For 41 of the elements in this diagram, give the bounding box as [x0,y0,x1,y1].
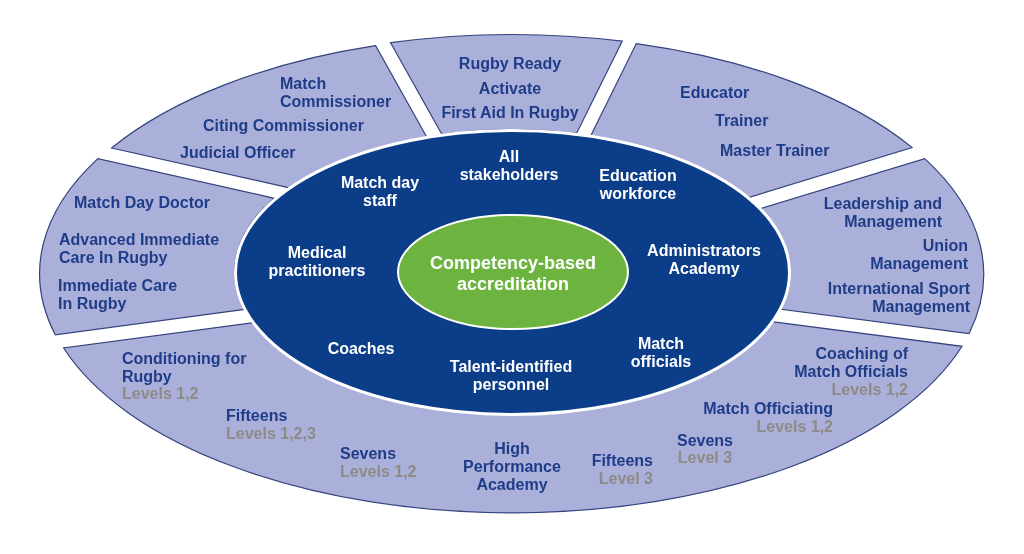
course-label: Coaching of Match Officials [793,345,908,381]
center-ellipse [397,214,629,330]
stakeholder-label: Talent-identified personnel [449,358,573,394]
course-label: Activate [478,80,542,98]
stakeholder-label: Medical practitioners [268,244,366,280]
stakeholder-label: Match day staff [340,174,420,210]
course-label: Match Commissioner [280,75,393,111]
course-label: Leadership and Management [822,195,942,231]
level-label: Levels 1,2 [122,385,200,403]
stakeholder-label: Education workforce [598,167,678,203]
course-label: Union Management [869,237,968,273]
level-label: Levels 1,2 [755,418,833,436]
ring-segment [389,34,623,136]
course-label: Citing Commissioner [203,117,365,135]
stakeholder-label: Administrators Academy [646,242,762,278]
course-label: First Aid In Rugby [440,104,580,122]
level-label: Levels 1,2 [830,381,908,399]
level-label: Levels 1,2 [340,463,418,481]
course-label: High Performance Academy [462,440,562,494]
course-label: Trainer [715,112,770,130]
stakeholder-label: Coaches [327,340,395,358]
course-label: Match Day Doctor [74,194,211,212]
stakeholder-label: All stakeholders [459,148,559,184]
center-label: Competency-based accreditation [429,253,597,295]
course-label: Rugby Ready [458,55,562,73]
course-label: International Sport Management [826,280,970,316]
course-label: Fifteens [226,407,289,425]
course-label: Educator [680,84,751,102]
stakeholder-label: Match officials [630,335,692,371]
level-label: Level 3 [597,470,653,488]
level-label: Level 3 [677,449,733,467]
course-label: Sevens [340,445,398,463]
course-label: Immediate Care In Rugby [58,277,179,313]
course-label: Judicial Officer [180,144,297,162]
course-label: Conditioning for Rugby [122,350,248,386]
course-label: Match Officiating [702,400,833,418]
level-label: Levels 1,2,3 [226,425,317,443]
course-label: Fifteens [590,452,653,470]
course-label: Master Trainer [720,142,831,160]
course-label: Sevens [676,432,734,450]
course-label: Advanced Immediate Care In Rugby [59,231,221,267]
